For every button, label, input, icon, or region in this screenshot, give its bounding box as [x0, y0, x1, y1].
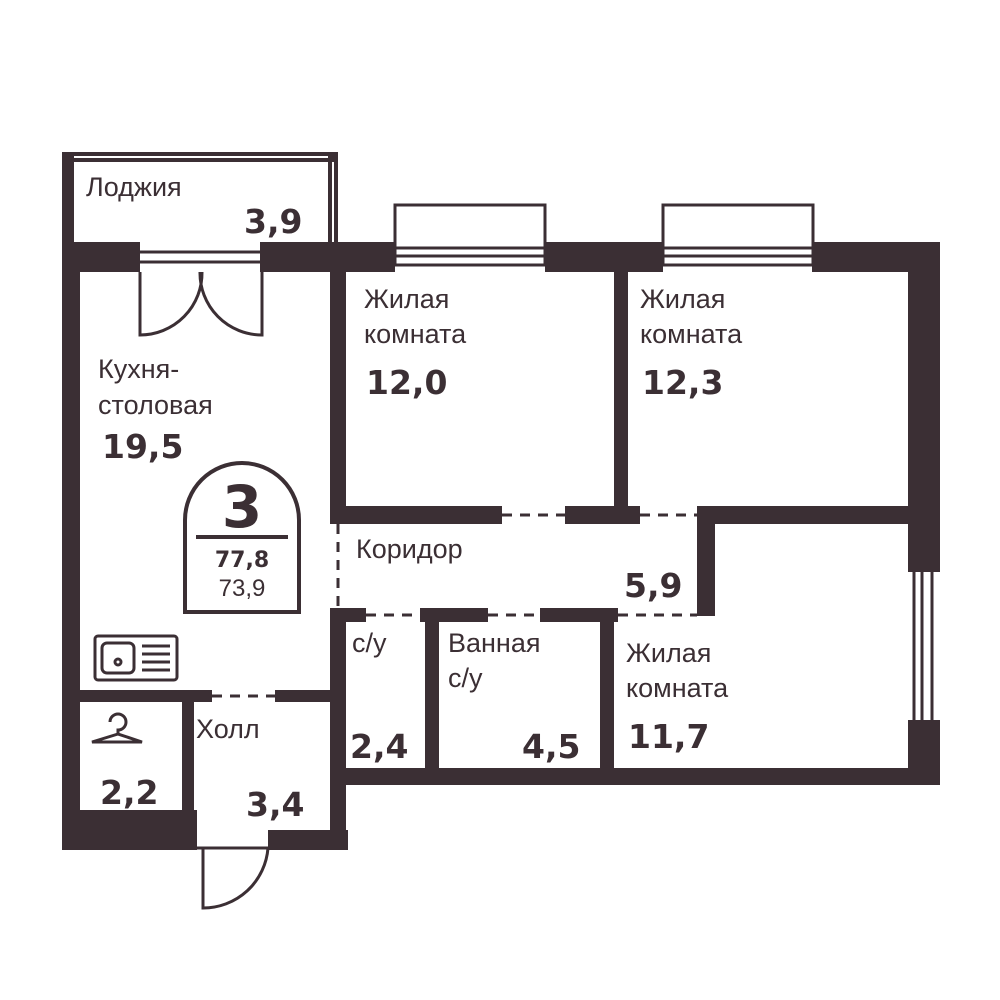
walls	[62, 152, 940, 850]
badge-rooms-count: 3	[222, 473, 262, 541]
wc-label: с/у	[352, 628, 387, 658]
bathroom-area: 4,5	[522, 727, 580, 766]
apartment-badge: 3 77,8 73,9	[183, 461, 301, 614]
right-outer-wall-top	[908, 242, 940, 572]
kitchen-bottom-wall-2	[275, 690, 345, 702]
badge-living-area: 73,9	[219, 575, 266, 602]
corridor-top-wall-2	[565, 506, 640, 524]
window-living1	[393, 203, 547, 267]
hanger-icon	[91, 712, 143, 744]
sink-icon	[93, 634, 179, 682]
corridor-top-wall-1	[330, 506, 502, 524]
wet-top-wall-1	[330, 608, 366, 622]
wardrobe-area: 2,2	[100, 773, 158, 812]
doors	[138, 271, 270, 910]
bottom-wall-left	[62, 810, 197, 850]
windows	[74, 156, 934, 720]
living2-label-line2: комната	[640, 319, 743, 349]
living3-left-wall	[697, 506, 715, 616]
living3-label-line2: комната	[626, 673, 729, 703]
kitchen-right-wall	[330, 272, 346, 514]
living1-label-line2: комната	[364, 319, 467, 349]
corridor-label: Коридор	[356, 534, 463, 564]
kitchen-right-wall-lower	[330, 608, 346, 850]
loggia-left-wall	[62, 152, 74, 252]
left-outer-wall	[62, 242, 80, 850]
top-wall-mid2	[545, 242, 663, 272]
living-divider-wall	[614, 272, 628, 514]
bathroom-label-line2: с/у	[448, 663, 483, 693]
badge-frame	[183, 461, 301, 614]
loggia-label: Лоджия	[86, 172, 182, 202]
corridor-area: 5,9	[624, 566, 682, 605]
bathroom-label-line1: Ванная	[448, 628, 540, 658]
hall-area: 3,4	[246, 785, 304, 824]
bottom-wall-hall	[268, 830, 348, 850]
corridor-top-wall-3	[697, 506, 908, 524]
badge-total-area: 77,8	[215, 548, 269, 573]
living2-label-line1: Жилая	[640, 284, 725, 314]
kitchen-label-line2: столовая	[98, 390, 213, 420]
living1-area: 12,0	[366, 363, 447, 402]
living1-label-line1: Жилая	[364, 284, 449, 314]
window-living2	[661, 203, 815, 267]
kitchen-bottom-wall-1	[62, 690, 212, 702]
living3-area: 11,7	[628, 717, 709, 756]
room-labels: Лоджия 3,9 Кухня- столовая 19,5 Жилая ко…	[86, 172, 743, 824]
wc-right-wall	[425, 608, 439, 778]
living2-area: 12,3	[642, 363, 723, 402]
wet-top-wall-3	[540, 608, 618, 622]
entrance-door	[201, 847, 270, 910]
openings	[186, 513, 697, 790]
loggia-area: 3,9	[244, 202, 302, 241]
kitchen-label-line1: Кухня-	[98, 354, 179, 384]
kitchen-area: 19,5	[102, 427, 183, 466]
bath-right-wall	[600, 608, 614, 778]
living3-label-line1: Жилая	[626, 638, 711, 668]
balcony-door	[138, 271, 204, 337]
wc-area: 2,4	[350, 727, 408, 766]
bottom-wall-right	[330, 768, 940, 785]
top-wall-mid	[260, 242, 395, 272]
hall-label: Холл	[196, 714, 260, 744]
